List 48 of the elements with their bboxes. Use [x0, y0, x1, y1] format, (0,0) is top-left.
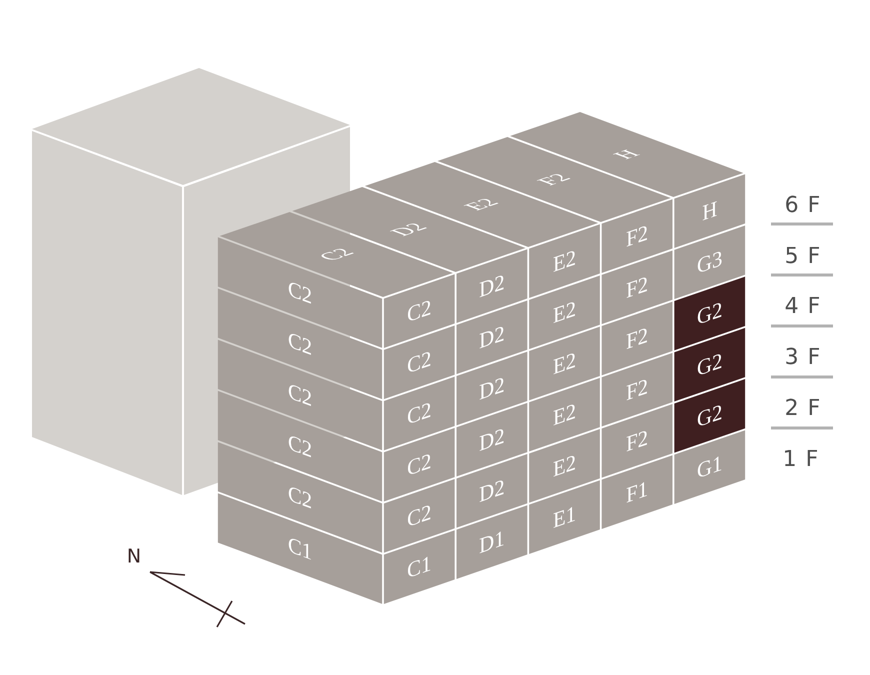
unit-type-label: C2 [288, 328, 312, 360]
unit-type-label: H [608, 148, 645, 161]
unit-type-label: E2 [552, 450, 576, 481]
unit-type-label: H [702, 198, 718, 225]
unit-type-label: D2 [479, 424, 505, 456]
floor-label: 4 F [784, 296, 822, 318]
unit-type-label: E2 [552, 246, 576, 276]
unit-type-label: C2 [407, 450, 432, 480]
unit-type-label: E2 [460, 196, 504, 212]
unit-type-label: D2 [386, 221, 432, 238]
unit-type-label: D2 [479, 322, 505, 353]
unit-type-label: G1 [696, 452, 722, 482]
unit-type-label: F2 [626, 426, 648, 456]
unit-type-label: G2 [696, 298, 722, 329]
unit-type-label: C1 [288, 533, 312, 564]
unit-type-label: C2 [407, 296, 432, 326]
floor-label: 6 F [784, 195, 822, 217]
unit-type-label: E2 [552, 297, 576, 328]
unit-type-label: F2 [626, 324, 648, 354]
unit-type-label: F2 [626, 272, 648, 302]
unit-type-label: F2 [626, 374, 648, 404]
unit-type-label: G2 [696, 349, 722, 380]
unit-type-label: F2 [626, 221, 648, 251]
unit-type-label: D2 [479, 476, 505, 506]
unit-type-label: C2 [288, 380, 312, 410]
unit-type-label: C2 [407, 347, 432, 378]
floor-label: 1 F [782, 449, 820, 471]
floor-label: 3 F [784, 347, 822, 369]
unit-type-label: D2 [479, 373, 505, 404]
unit-type-label: C2 [407, 398, 432, 429]
unit-type-label: C2 [314, 246, 359, 263]
unit-type-label: F1 [626, 477, 648, 507]
compass-label: N [126, 548, 142, 566]
floor-label: 5 F [784, 246, 822, 268]
unit-type-label: C2 [407, 500, 432, 532]
floor-label: 2 F [784, 398, 822, 420]
unit-type-label: D1 [479, 526, 505, 558]
unit-type-label: G2 [696, 400, 722, 432]
unit-type-label: C1 [407, 552, 432, 582]
unit-type-label: C2 [288, 482, 312, 513]
unit-type-label: F2 [532, 172, 576, 188]
unit-type-label: C2 [288, 277, 312, 308]
unit-type-label: G3 [696, 246, 722, 278]
unit-type-label: E2 [552, 400, 576, 430]
unit-type-label: E1 [552, 502, 576, 532]
unit-type-label: C2 [288, 430, 312, 462]
unit-type-label: E2 [552, 348, 576, 378]
unit-type-label: D2 [479, 270, 505, 302]
